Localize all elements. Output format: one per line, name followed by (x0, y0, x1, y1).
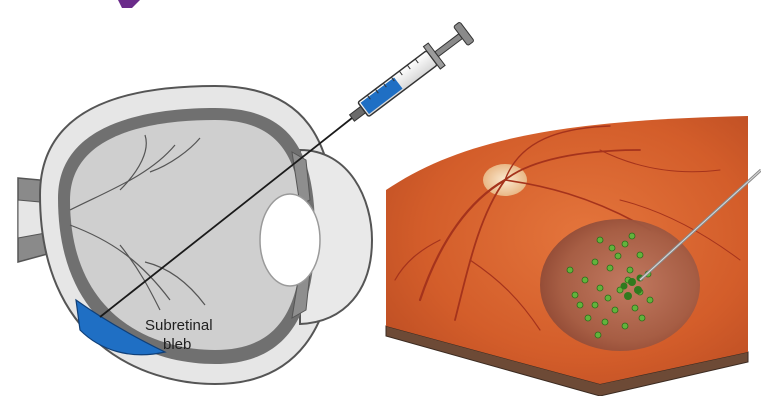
fundus-bleb (540, 219, 700, 351)
bleb-label-line1: Subretinal (145, 317, 213, 334)
eye-diagram: Subretinal bleb (18, 86, 372, 384)
decorative-mark (118, 0, 140, 8)
syringe-icon (344, 20, 476, 129)
fundus-view (386, 116, 761, 396)
bleb-label-line2: bleb (163, 336, 191, 353)
lens (260, 194, 320, 286)
